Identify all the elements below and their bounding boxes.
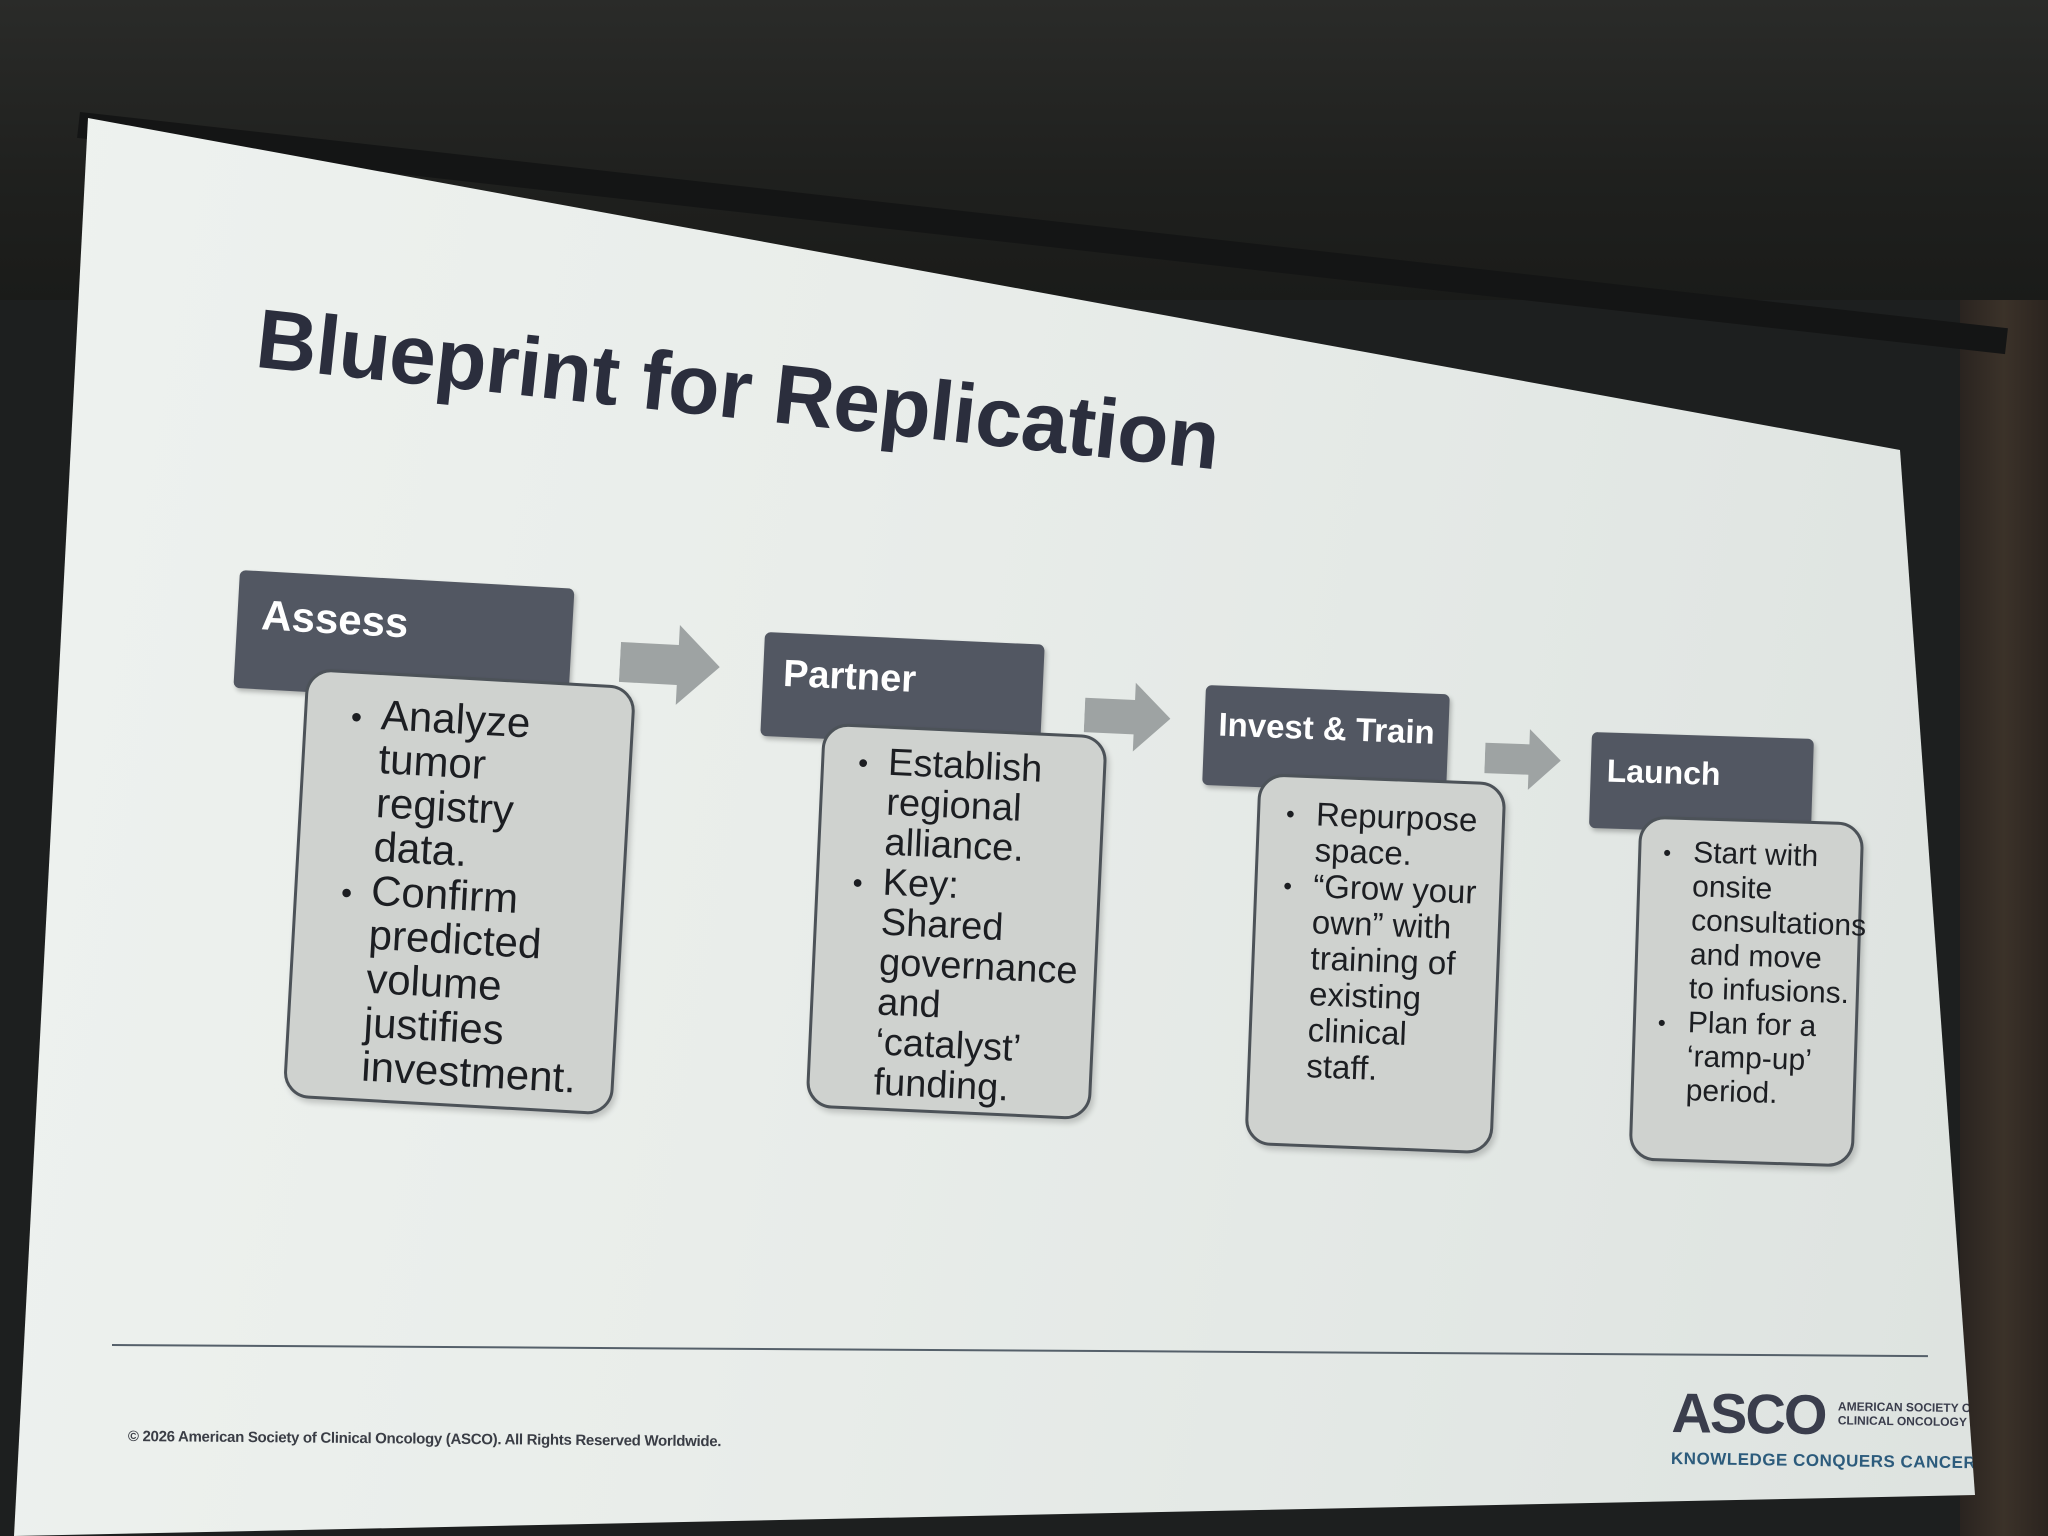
step-body: Establish regional alliance. Key: Shared… — [805, 722, 1108, 1121]
bullet-item: Confirm predicted volume justifies inves… — [360, 867, 612, 1102]
asco-logo: ASCO AMERICAN SOCIETY OF CLINICAL ONCOLO… — [1670, 1381, 1977, 1473]
bullet-item: “Grow your own” with training of existin… — [1306, 867, 1492, 1091]
bullet-item: Start with onsite consultations and move… — [1688, 836, 1866, 1011]
room-wall — [1960, 300, 2048, 1536]
bullet-item: Repurpose space. — [1314, 795, 1495, 875]
bullet-item: Establish regional alliance. — [884, 742, 1094, 872]
step-body: Start with onsite consultations and move… — [1628, 815, 1867, 1168]
arrow-right-icon — [1083, 682, 1171, 752]
logo-subtitle: AMERICAN SOCIETY OF CLINICAL ONCOLOGY — [1837, 1399, 1975, 1430]
logo-tagline: KNOWLEDGE CONQUERS CANCER — [1670, 1448, 1977, 1473]
copyright-text: © 2026 American Society of Clinical Onco… — [127, 1428, 722, 1451]
bullet-item: Key: Shared governance and ‘catalyst’ fu… — [873, 862, 1089, 1112]
bullet-item: Analyze tumor registry data. — [372, 691, 622, 882]
arrow-right-icon — [1484, 729, 1561, 790]
footer-divider — [111, 1344, 1928, 1358]
step-body: Analyze tumor registry data. Confirm pre… — [282, 667, 637, 1116]
logo-mark: ASCO — [1671, 1381, 1826, 1447]
bullet-item: Plan for a ‘ramp-up’ period. — [1685, 1006, 1849, 1113]
arrow-right-icon — [618, 625, 720, 705]
logo-subtitle-line: CLINICAL ONCOLOGY — [1837, 1413, 1967, 1430]
step-body: Repurpose space. “Grow your own” with tr… — [1244, 773, 1507, 1155]
slide-title: Blueprint for Replication — [251, 290, 1224, 488]
